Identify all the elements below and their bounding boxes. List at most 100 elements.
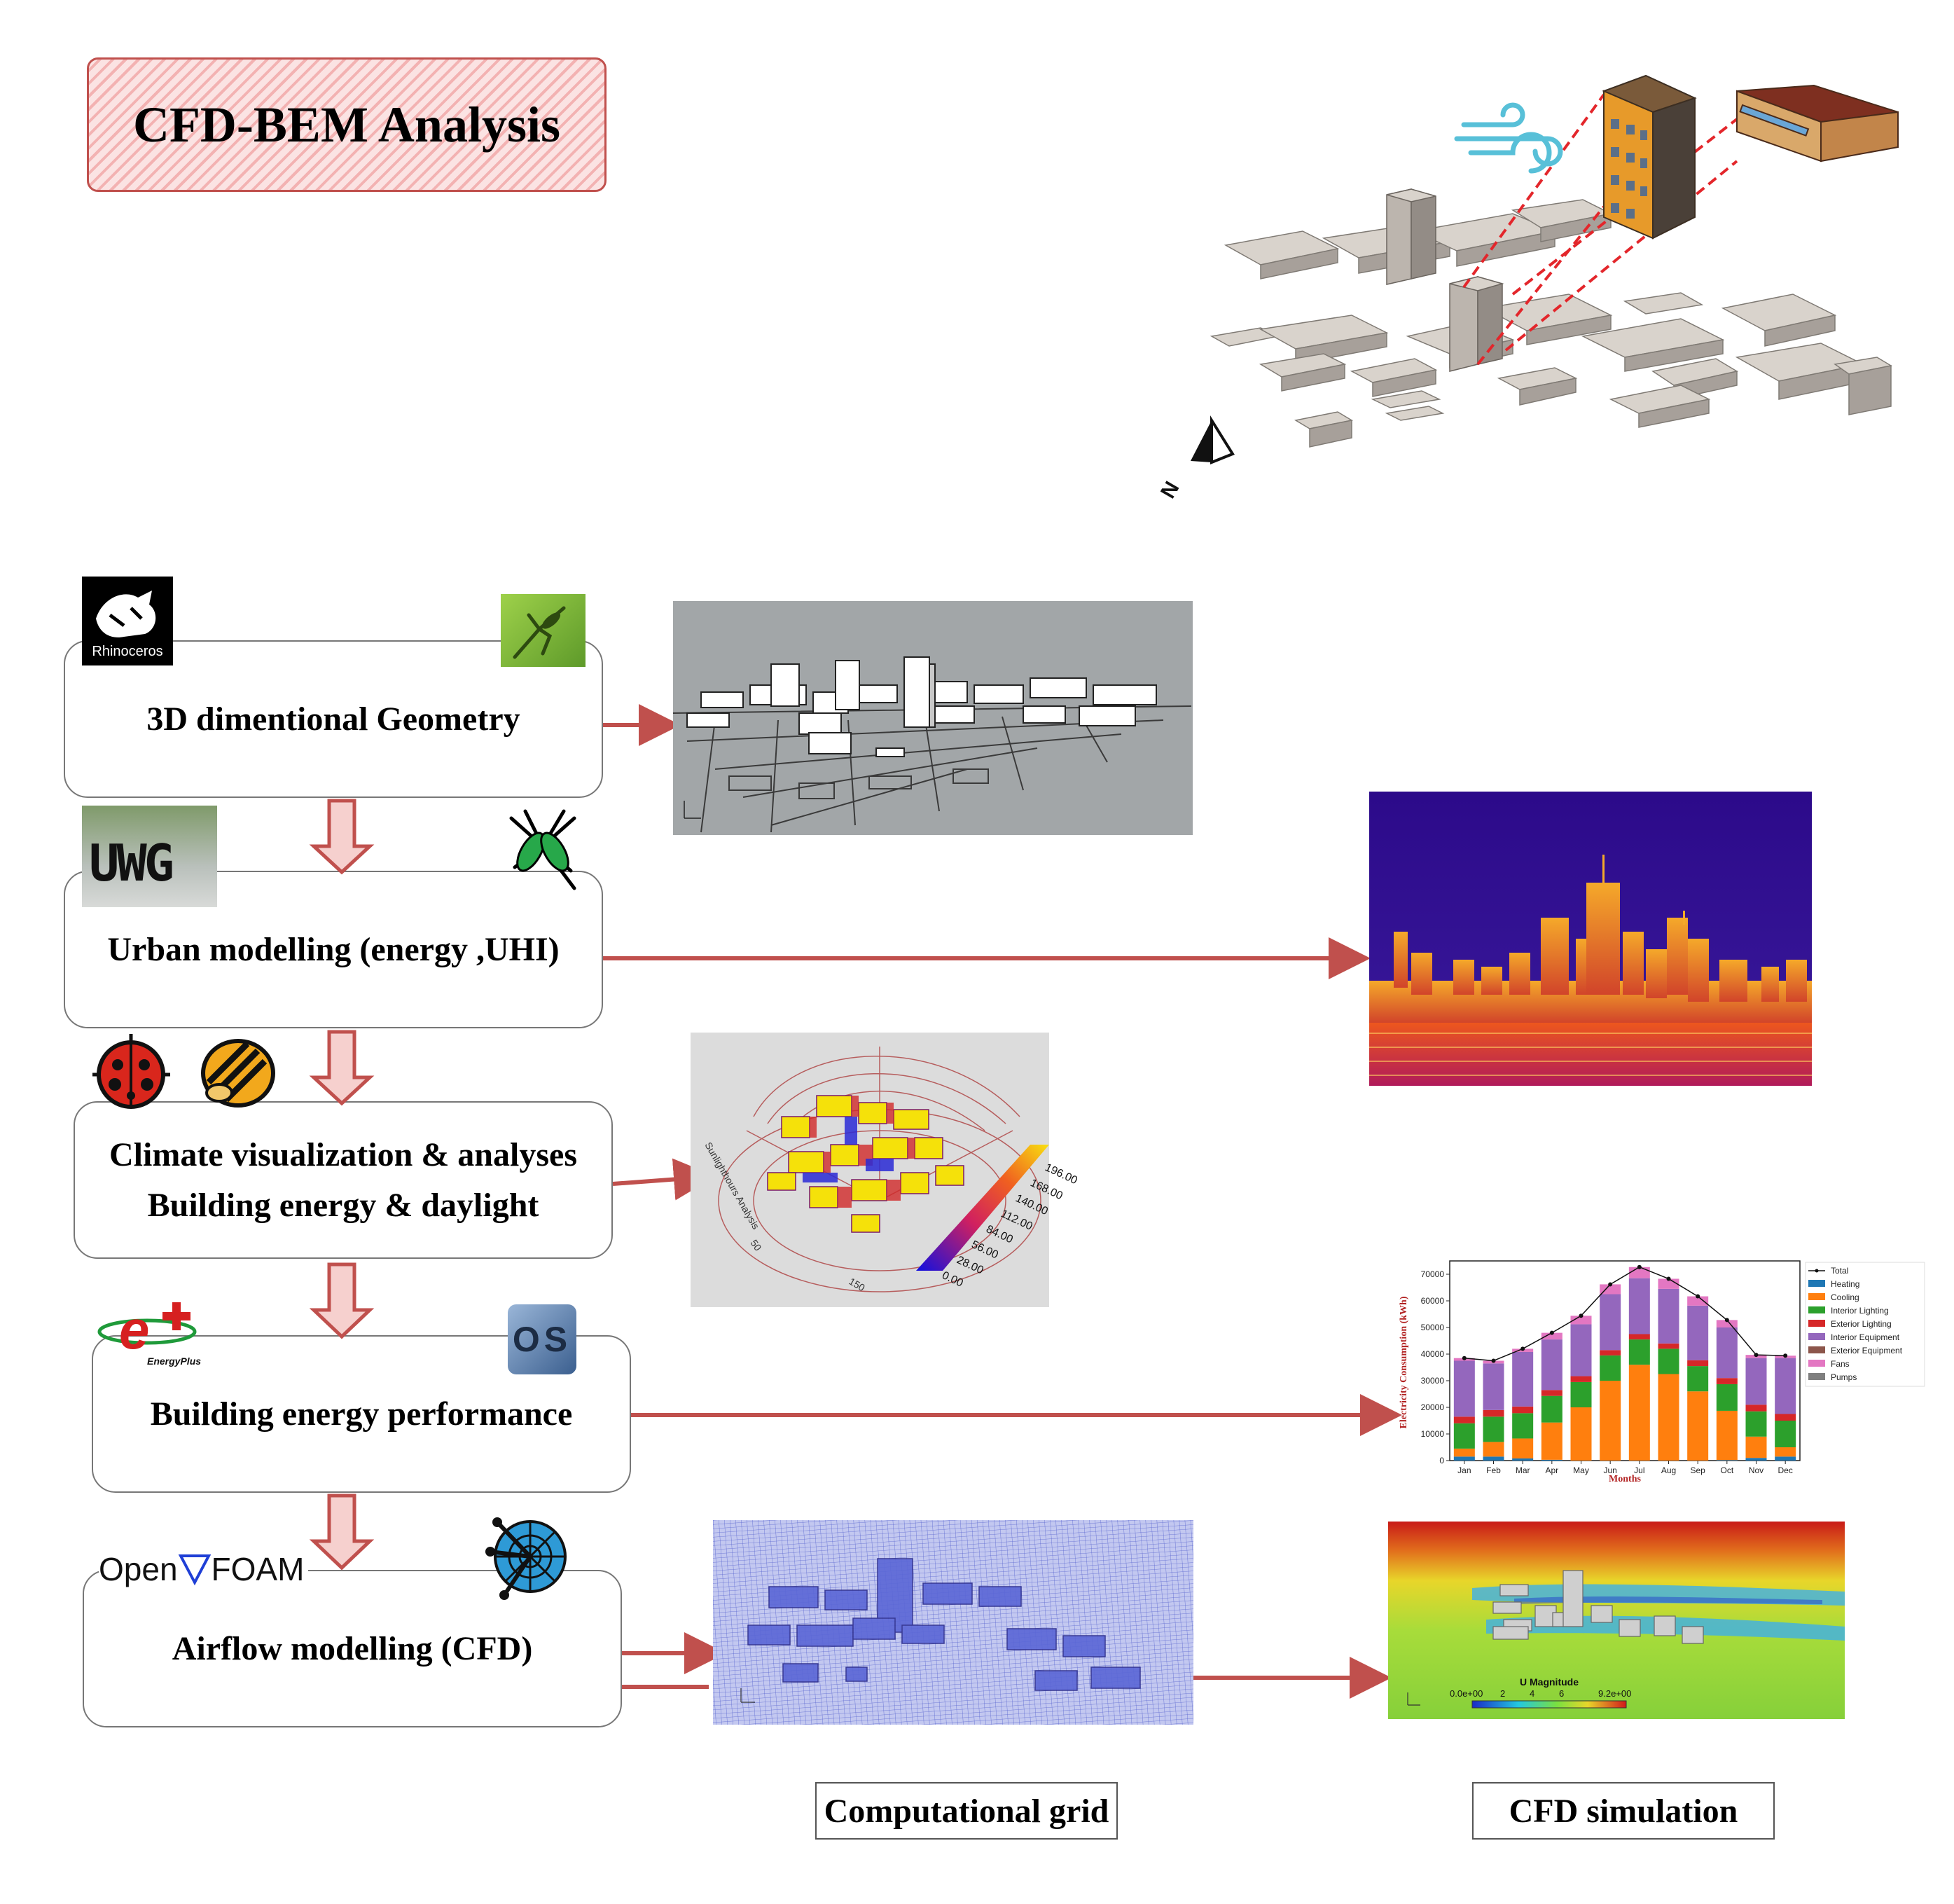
honeybee-icon <box>201 1039 275 1108</box>
cfd-legend-title: U Magnitude <box>1520 1676 1579 1688</box>
x-tick-label: Nov <box>1749 1465 1764 1475</box>
legend-swatch <box>1808 1346 1825 1353</box>
x-tick-label: Jul <box>1634 1465 1644 1475</box>
legend-label: Cooling <box>1831 1292 1859 1302</box>
step-geometry: 3D dimentional Geometry <box>64 640 603 798</box>
total-point <box>1696 1294 1700 1299</box>
y-tick-label: 30000 <box>1421 1376 1445 1386</box>
step-energy-label: Building energy performance <box>150 1395 573 1433</box>
x-tick-label: Dec <box>1778 1465 1792 1475</box>
energyplus-icon: e <box>97 1299 197 1360</box>
bar-segment <box>1483 1416 1504 1442</box>
bar-segment <box>1453 1360 1475 1417</box>
x-tick-label: Jun <box>1603 1465 1616 1475</box>
down-arrow-4 <box>309 1493 375 1571</box>
legend-label: Total <box>1831 1266 1848 1276</box>
bar-segment <box>1628 1334 1650 1340</box>
bar-segment <box>1600 1284 1621 1295</box>
step-urban-label: Urban modelling (energy ,UHI) <box>107 930 560 968</box>
legend-label: Exterior Lighting <box>1831 1319 1892 1329</box>
caption-cfd-text: CFD simulation <box>1509 1792 1738 1830</box>
nabla-icon <box>178 1554 211 1586</box>
legend-frame <box>1805 1262 1925 1387</box>
bar-segment <box>1600 1350 1621 1355</box>
bar-segment <box>1453 1448 1475 1457</box>
x-tick-label: Apr <box>1545 1465 1558 1475</box>
bar-segment <box>1541 1459 1562 1461</box>
bar-segment <box>1570 1407 1592 1461</box>
bar-segment <box>1775 1456 1796 1461</box>
energyplus-logo-text: EnergyPlus <box>147 1355 202 1367</box>
total-point <box>1608 1282 1613 1287</box>
cfd-legend-tick-2: 2 <box>1500 1688 1505 1699</box>
bar-segment <box>1658 1348 1679 1374</box>
openstudio-logo: OS <box>508 1304 576 1374</box>
svg-text:e: e <box>119 1299 149 1360</box>
bar-segment <box>1716 1410 1738 1461</box>
cfd-simulation-panel: U Magnitude 0.0e+00 2 4 6 9.2e+00 <box>1388 1522 1845 1719</box>
down-arrows <box>309 799 375 1571</box>
legend-total-marker <box>1815 1269 1819 1273</box>
legend-swatch <box>1808 1280 1825 1287</box>
bar-segment <box>1687 1391 1709 1461</box>
bar-segment <box>1775 1447 1796 1457</box>
bar-segment <box>1512 1406 1534 1414</box>
y-axis-label: Electricity Consumption (kWh) <box>1399 1296 1409 1428</box>
step-climate-label-line1: Climate visualization & analyses <box>109 1136 577 1173</box>
openstudio-logo-text: OS <box>512 1320 572 1359</box>
openfoam-logo: Open FOAM <box>99 1545 309 1594</box>
step-airflow: Airflow modelling (CFD) <box>83 1570 622 1727</box>
bar-segment <box>1658 1288 1679 1344</box>
energyplus-logo: e EnergyPlus <box>97 1299 203 1370</box>
x-tick-label: Oct <box>1720 1465 1733 1475</box>
wind-icon <box>1454 102 1563 174</box>
bar-segment <box>1658 1343 1679 1349</box>
total-point <box>1724 1318 1729 1323</box>
bar-segment <box>1687 1305 1709 1360</box>
openfoam-logo-text-right: FOAM <box>211 1551 305 1587</box>
grasshopper-icon <box>513 606 566 659</box>
x-tick-label: Sep <box>1690 1465 1705 1475</box>
rhino-logo-text: Rhinoceros <box>92 644 163 659</box>
bar-segment <box>1453 1423 1475 1449</box>
legend-label: Interior Equipment <box>1831 1332 1900 1342</box>
bar-segment <box>1600 1294 1621 1351</box>
bar-segment <box>1570 1381 1592 1407</box>
caption-grid-text: Computational grid <box>824 1792 1109 1830</box>
bar-segment <box>1716 1320 1738 1327</box>
bar-segment <box>1541 1395 1562 1423</box>
bar-segment <box>1716 1384 1738 1411</box>
bar-segment <box>1775 1358 1796 1414</box>
step-climate-visualization: Climate visualization & analyses Buildin… <box>74 1101 613 1259</box>
step-airflow-label: Airflow modelling (CFD) <box>172 1629 533 1667</box>
legend-swatch <box>1808 1333 1825 1340</box>
bar-segment <box>1483 1442 1504 1457</box>
bar-segment <box>1716 1460 1738 1461</box>
x-tick-label: Aug <box>1661 1465 1676 1475</box>
x-tick-label: Jan <box>1457 1465 1471 1475</box>
bar-segment <box>1512 1413 1534 1439</box>
bar-segment <box>1745 1458 1767 1461</box>
grasshopper-logo <box>501 594 585 667</box>
bar-segment <box>1687 1360 1709 1367</box>
bar-segment <box>1541 1422 1562 1460</box>
total-point <box>1520 1346 1525 1351</box>
total-point <box>1462 1355 1467 1360</box>
diagram-title: CFD-BEM Analysis <box>132 96 561 153</box>
chart-bars <box>1453 1267 1796 1461</box>
bar-segment <box>1453 1416 1475 1423</box>
computational-grid-panel <box>713 1520 1193 1725</box>
down-arrow-3 <box>309 1262 375 1339</box>
legend-label: Heating <box>1831 1279 1859 1289</box>
caption-computational-grid: Computational grid <box>815 1782 1118 1840</box>
total-point <box>1783 1353 1788 1358</box>
legend-swatch <box>1808 1320 1825 1327</box>
down-arrow-2 <box>309 1030 375 1106</box>
bar-segment <box>1745 1405 1767 1412</box>
cfd-legend-tick-4: 4 <box>1530 1688 1534 1699</box>
y-tick-label: 20000 <box>1421 1402 1445 1412</box>
blue-cfd-icon <box>485 1517 567 1600</box>
bar-segment <box>1483 1456 1504 1461</box>
total-point <box>1549 1330 1554 1335</box>
